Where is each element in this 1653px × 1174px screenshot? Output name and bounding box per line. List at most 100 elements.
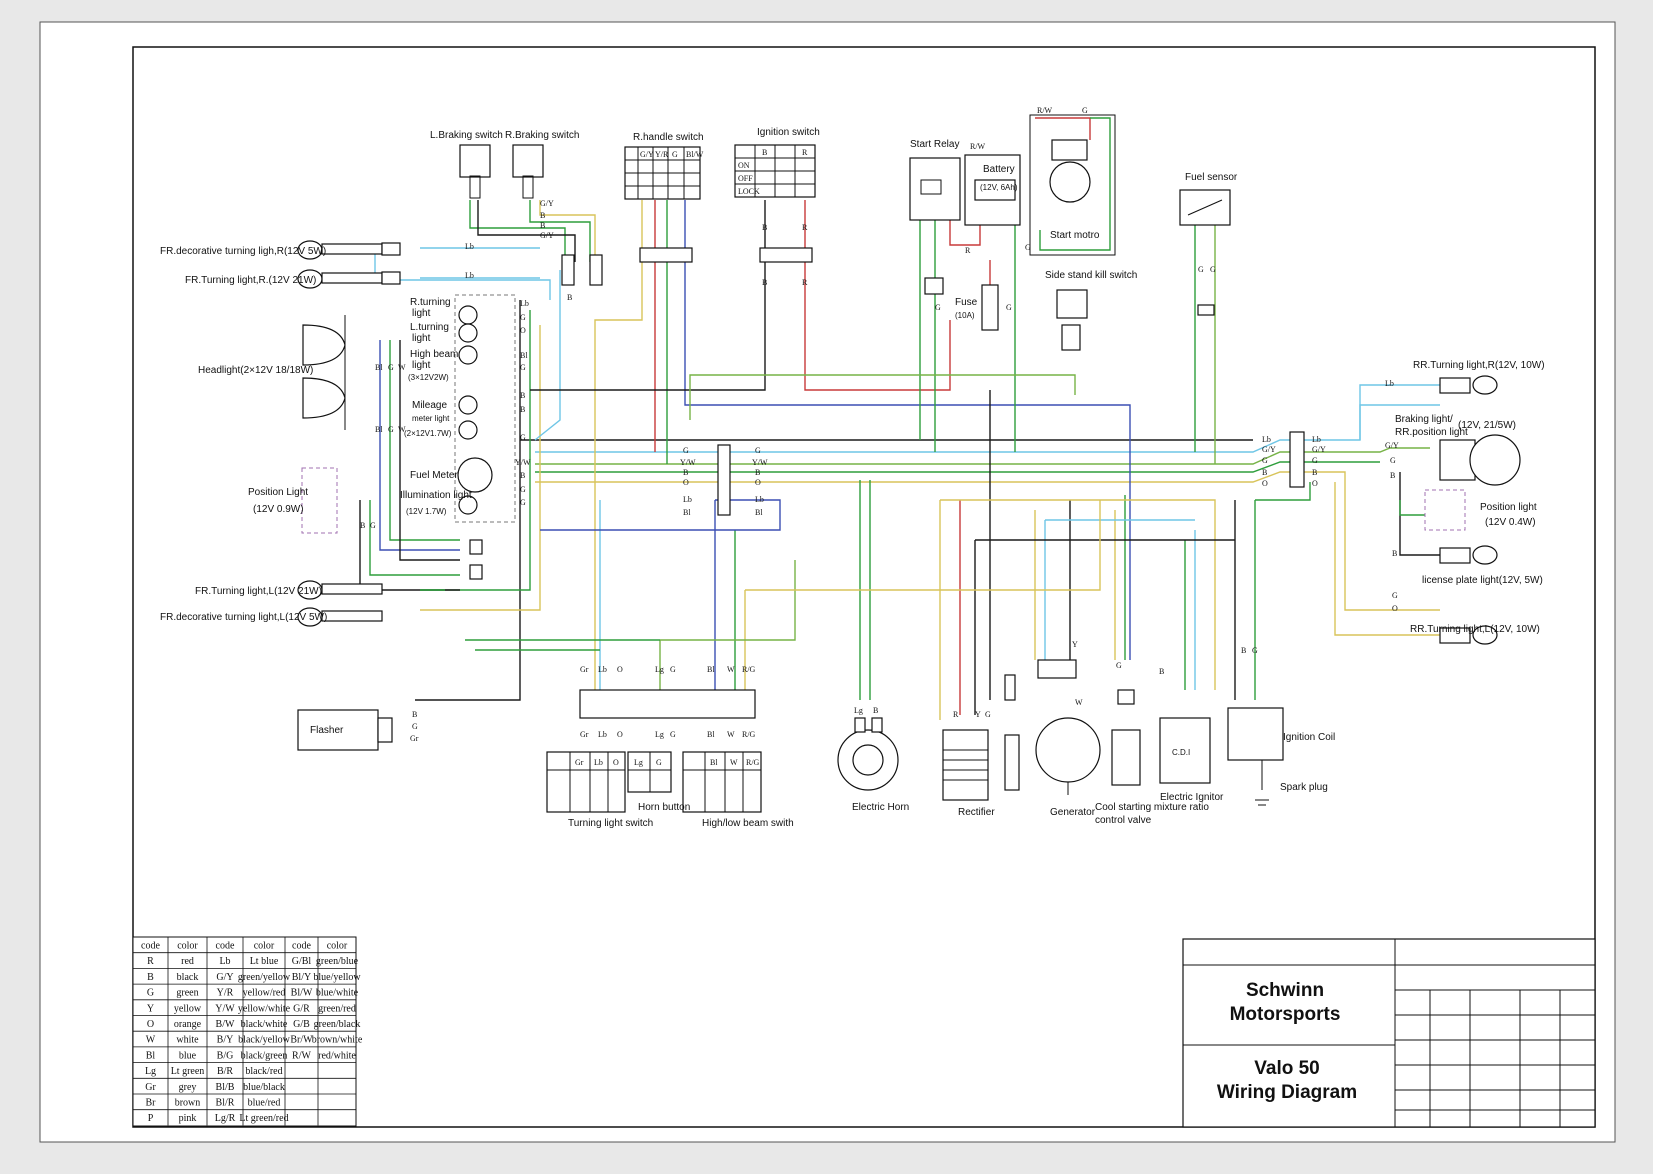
- wire-tag: B: [1390, 471, 1395, 480]
- wire-tag: Bl: [707, 665, 715, 674]
- wire-tag: Lb: [520, 299, 529, 308]
- wire-tag: G: [412, 722, 418, 731]
- legend-cell: Bl: [146, 1050, 156, 1061]
- switch-table-labels: G/Y Y/R G Bl/W B R ON OFF LOCK Gr Lb O L…: [575, 148, 808, 767]
- label-horn-button: Horn button: [638, 802, 690, 813]
- wire-tag: Lg: [655, 665, 664, 674]
- label-fuel-sensor: Fuel sensor: [1185, 172, 1238, 183]
- label-battery: Battery: [983, 164, 1015, 175]
- label-beam-switch: High/low beam swith: [702, 818, 794, 829]
- label-side-stand: Side stand kill switch: [1045, 270, 1137, 281]
- beam-col-2: W: [730, 758, 738, 767]
- wire-tag: Bl: [683, 508, 691, 517]
- wire-tag: R/W: [970, 142, 986, 151]
- title-block: Schwinn Motorsports Valo 50 Wiring Diagr…: [1182, 938, 1596, 1128]
- beam-col-3: R/G: [746, 758, 760, 767]
- wire-tag: Gr: [580, 665, 589, 674]
- legend-cell: B/W: [216, 1019, 235, 1030]
- wire-tag: Lb: [755, 495, 764, 504]
- label-fuse-spec: (10A): [955, 311, 975, 320]
- label-position-rear-spec: (12V 0.4W): [1485, 517, 1536, 528]
- wire-tag: O: [1262, 479, 1268, 488]
- wire-tag: B: [1159, 667, 1164, 676]
- wire-tag: R/W: [1037, 106, 1053, 115]
- wire-tag: G: [1252, 646, 1258, 655]
- wire-tag: W: [727, 665, 735, 674]
- wire-tag: Y/W: [515, 458, 531, 467]
- wire-tag: B: [755, 468, 760, 477]
- legend-cell: green/yellow: [238, 972, 291, 983]
- ignition-row-3: LOCK: [738, 187, 760, 196]
- title-diagram: Wiring Diagram: [1217, 1082, 1357, 1103]
- wire-tag: Lb: [1262, 435, 1271, 444]
- legend-cell: yellow/red: [243, 988, 286, 999]
- wire-tag: Bl: [375, 425, 383, 434]
- label-ignition-switch: Ignition switch: [757, 127, 820, 138]
- horn-col-2: G: [656, 758, 662, 767]
- legend-cell: yellow: [174, 1003, 202, 1014]
- legend-cell: blue/yellow: [313, 972, 361, 983]
- legend-cell: Br/W: [290, 1035, 313, 1046]
- wire-tag: O: [1312, 479, 1318, 488]
- wire-tag: B: [520, 471, 525, 480]
- label-high-beam-1: High beam: [410, 349, 458, 360]
- wire-tag: Lg: [655, 730, 664, 739]
- legend-cell: Bl/W: [291, 988, 313, 999]
- ignition-coil-symbol: [1227, 707, 1284, 806]
- legend-cell: Y: [147, 1003, 154, 1014]
- wire-tag: R/G: [742, 730, 756, 739]
- horn-col-1: Lg: [634, 758, 643, 767]
- wire-tag: O: [617, 730, 623, 739]
- wire-tag: B: [567, 293, 572, 302]
- instrument-cluster: [454, 294, 516, 523]
- wire-tag: G: [1210, 265, 1216, 274]
- label-position-rear: Position light: [1480, 502, 1537, 513]
- wire-tag: W: [398, 425, 406, 434]
- legend-cell: G/Bl: [292, 956, 312, 967]
- label-high-beam-3: (3×12V2W): [408, 373, 449, 382]
- r-handle-col-1: G/Y: [640, 150, 654, 159]
- legend-cell: black/yellow: [238, 1035, 290, 1046]
- wire-tag: G/Y: [540, 199, 554, 208]
- wire-tag: Gr: [410, 734, 419, 743]
- wire-tag: Bl: [707, 730, 715, 739]
- wire-tag: O: [617, 665, 623, 674]
- label-position-front: Position Light: [248, 487, 308, 498]
- legend-cell: Bl/R: [216, 1098, 235, 1109]
- legend-cell: red/white: [318, 1050, 356, 1061]
- legend-cell: G/Y: [216, 972, 233, 983]
- legend-cell: Y/W: [215, 1003, 235, 1014]
- wire-tag: Gr: [580, 730, 589, 739]
- wire-tag: G: [520, 433, 526, 442]
- wire-tag: G: [683, 446, 689, 455]
- inner-frame: [132, 46, 1596, 1128]
- label-high-beam-2: light: [412, 360, 431, 371]
- flasher-symbol: [297, 709, 393, 751]
- rear-lamps: [1424, 375, 1521, 645]
- label-fuse: Fuse: [955, 297, 978, 308]
- wire-tag: B: [540, 221, 545, 230]
- label-ignition-coil: Ignition Coil: [1283, 732, 1335, 743]
- label-braking-2: RR.position light: [1395, 427, 1468, 438]
- wire-tag: G: [755, 446, 761, 455]
- wire-tag: B: [540, 211, 545, 220]
- ignition-row-1: ON: [738, 161, 750, 170]
- legend-cell: Lg/R: [215, 1113, 236, 1124]
- ignition-col-2: R: [802, 148, 808, 157]
- wire-tag: G: [1390, 456, 1396, 465]
- wire-tag: Lb: [1312, 435, 1321, 444]
- label-license: license plate light(12V, 5W): [1422, 575, 1543, 586]
- legend-cell: Lt blue: [250, 956, 279, 967]
- label-start-relay: Start Relay: [910, 139, 959, 150]
- wire-tag: Y: [1072, 640, 1078, 649]
- turning-col-1: Gr: [575, 758, 584, 767]
- legend-cell: Lt green: [171, 1066, 205, 1077]
- legend-cell: R/W: [292, 1050, 311, 1061]
- label-illum-1: Illumination light: [400, 490, 472, 501]
- turning-col-3: O: [613, 758, 619, 767]
- wire-tag: G: [1082, 106, 1088, 115]
- wire-tag: B: [873, 706, 878, 715]
- label-r-turning-2: light: [412, 308, 431, 319]
